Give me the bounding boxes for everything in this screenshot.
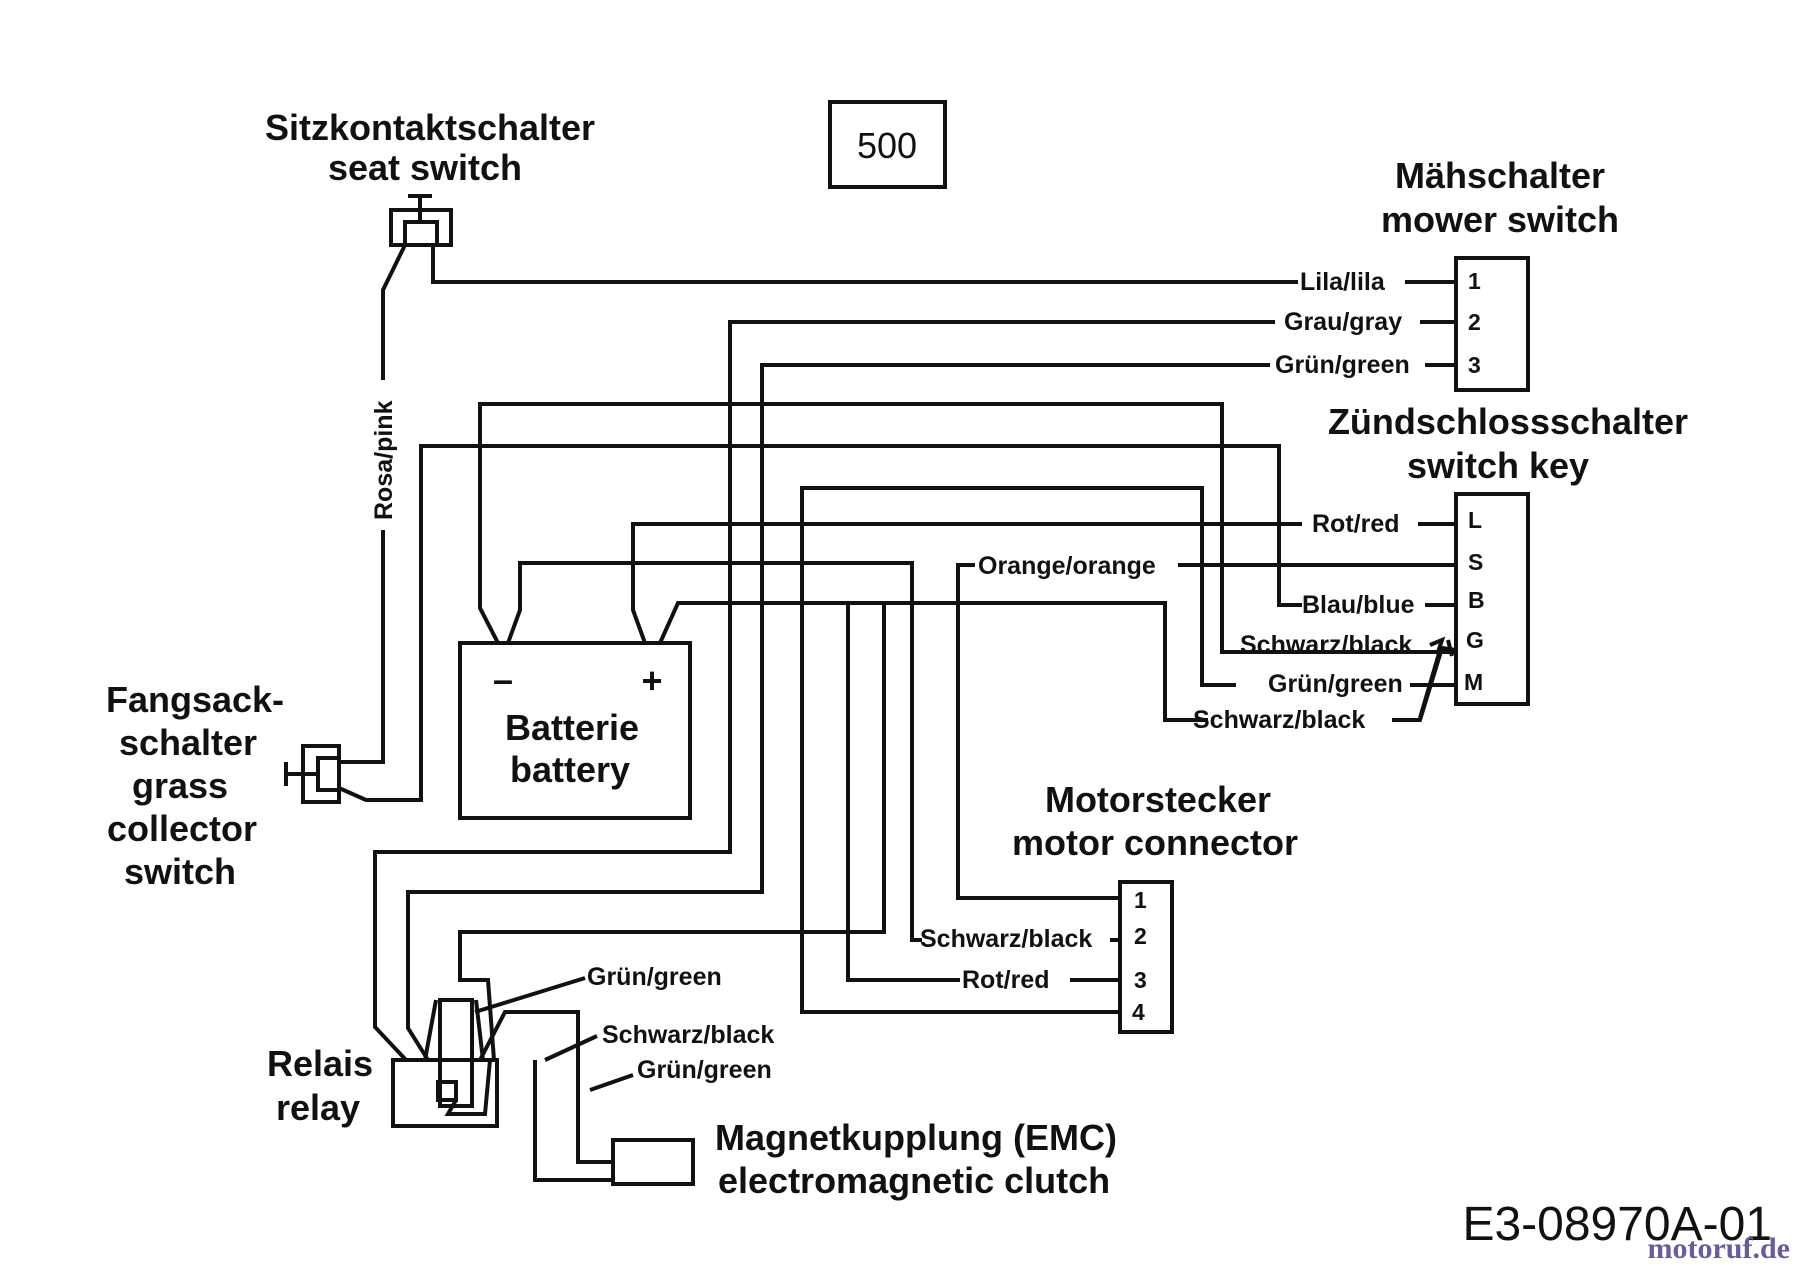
diagram-number: 500 <box>857 125 917 166</box>
motor-connector-title-de: Motorstecker <box>1045 779 1271 820</box>
wire-label-lila: Lila/lila <box>1300 268 1386 296</box>
grass-collector-line-1: Fangsack- <box>106 679 284 720</box>
wires <box>338 244 1457 1182</box>
diagram-number-box <box>828 100 947 189</box>
battery-plus: + <box>641 660 662 701</box>
motor-pin-1: 1 <box>1134 887 1147 913</box>
motor-pin-2: 2 <box>1134 923 1147 949</box>
wire-label-orange: Orange/orange <box>978 552 1156 580</box>
drawing-code: E3-08970A-01 <box>1462 1198 1772 1251</box>
key-pin-B: B <box>1468 587 1485 613</box>
emc-title-en: electromagnetic clutch <box>718 1160 1110 1201</box>
motor-connector-block <box>1118 880 1174 1034</box>
key-pin-M: M <box>1464 669 1483 695</box>
switch-key-title-en: switch key <box>1407 445 1589 486</box>
motor-connector-title-en: motor connector <box>1012 822 1298 863</box>
grass-collector-line-4: collector <box>107 808 257 849</box>
seat-switch-title-de: Sitzkontaktschalter <box>265 107 595 148</box>
grass-collector-line-2: schalter <box>119 722 257 763</box>
switch-key-block <box>1454 492 1530 706</box>
relay-title-en: relay <box>276 1087 360 1128</box>
wire-label-gruen-emc: Grün/green <box>637 1056 772 1084</box>
emc-block <box>611 1138 695 1186</box>
key-pin-L: L <box>1468 507 1482 533</box>
motor-pin-4: 4 <box>1132 999 1145 1025</box>
watermark: motoruf.de <box>1648 1232 1790 1265</box>
key-pin-G: G <box>1466 627 1484 653</box>
seat-switch-symbol <box>389 194 453 247</box>
grass-collector-line-5: switch <box>124 851 236 892</box>
battery-title-en: battery <box>510 749 630 790</box>
wire-label-gruen-mower: Grün/green <box>1275 351 1410 379</box>
mower-switch-title-de: Mähschalter <box>1395 155 1605 196</box>
wire-label-rosa: Rosa/pink <box>370 400 398 520</box>
mower-pin-1: 1 <box>1468 268 1481 294</box>
battery-title-de: Batterie <box>505 707 639 748</box>
switch-key-title-de: Zündschlossschalter <box>1328 401 1688 442</box>
wire-label-rot-motor: Rot/red <box>962 966 1050 994</box>
relay-symbol <box>391 998 499 1128</box>
seat-switch-title-en: seat switch <box>328 147 522 188</box>
wire-label-schwarz-g: Schwarz/black <box>1240 631 1412 659</box>
battery-block <box>458 641 692 820</box>
wire-label-schwarz-key: Schwarz/black <box>1193 706 1365 734</box>
wire-label-gruen-m: Grün/green <box>1268 670 1403 698</box>
relay-title-de: Relais <box>267 1043 373 1084</box>
grass-collector-switch-symbol <box>284 744 341 804</box>
wire-label-gruen-relay: Grün/green <box>587 963 722 991</box>
mower-switch-title-en: mower switch <box>1381 199 1619 240</box>
mower-pin-2: 2 <box>1468 309 1481 335</box>
mower-switch-block <box>1454 256 1530 392</box>
wire-label-schwarz-emc: Schwarz/black <box>602 1021 774 1049</box>
wire-label-rot-key: Rot/red <box>1312 510 1400 538</box>
motor-pin-3: 3 <box>1134 967 1147 993</box>
wire-label-schwarz-motor: Schwarz/black <box>920 925 1092 953</box>
mower-pin-3: 3 <box>1468 352 1481 378</box>
emc-title-de: Magnetkupplung (EMC) <box>715 1117 1117 1158</box>
key-pin-S: S <box>1468 549 1483 575</box>
battery-minus: – <box>493 659 513 700</box>
wire-label-grau: Grau/gray <box>1284 308 1402 336</box>
wire-label-blau: Blau/blue <box>1302 591 1415 619</box>
grass-collector-line-3: grass <box>132 765 228 806</box>
